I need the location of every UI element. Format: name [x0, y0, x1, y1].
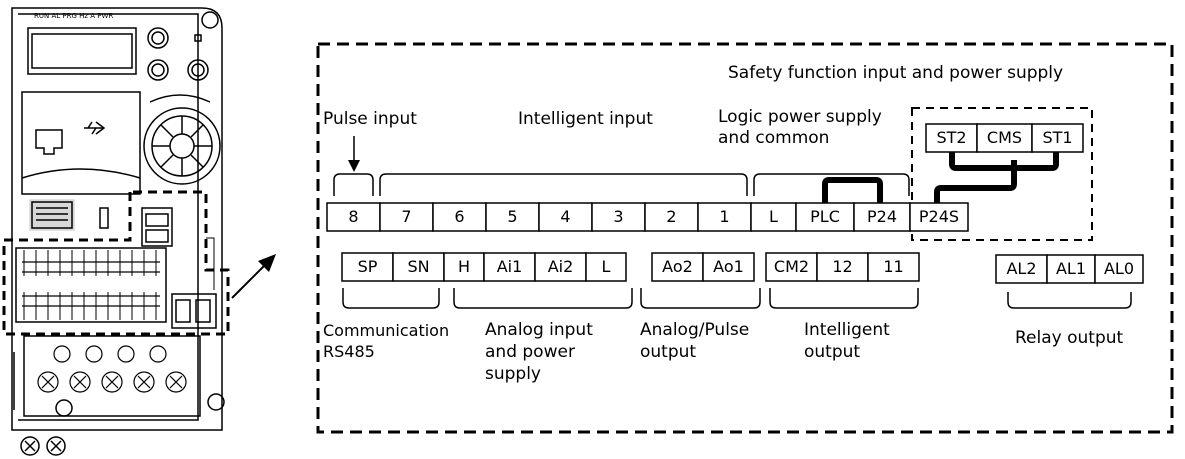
terminal-p24: P24	[866, 207, 897, 226]
safety-border	[911, 107, 1093, 241]
terminal-h: H	[457, 257, 471, 276]
analog-pulse-label-2: output	[640, 342, 697, 362]
terminal-ai2: Ai2	[547, 257, 574, 276]
safety-label: Safety function input and power supply	[728, 63, 1064, 83]
terminal-sn: SN	[407, 257, 430, 276]
analog-input-label-2: and power	[485, 342, 575, 362]
relay-output-label: Relay output	[1015, 328, 1124, 348]
terminal-1: 1	[719, 207, 730, 226]
terminal-8: 8	[348, 207, 359, 226]
analog-input-label-1: Analog input	[485, 320, 593, 340]
terminal-3: 3	[613, 207, 624, 226]
pulse-input-label: Pulse input	[323, 109, 417, 129]
terminal-11: 11	[883, 257, 904, 276]
usb-icon	[84, 121, 106, 135]
terminal-7: 7	[401, 207, 412, 226]
terminal-l-analog: L	[601, 257, 611, 276]
top-terminal-row	[326, 202, 969, 232]
analog-pulse-label-1: Analog/Pulse	[640, 320, 750, 340]
bottom-brackets	[342, 288, 1132, 309]
ethernet-icon	[35, 129, 63, 155]
terminal-st1: ST1	[1042, 128, 1073, 147]
safety-terminal-row	[925, 123, 1084, 153]
intelligent-input-label: Intelligent input	[518, 109, 653, 129]
terminal-ao1: Ao1	[713, 257, 744, 276]
intelligent-output-label-1: Intelligent	[804, 320, 890, 340]
relay-terminal-row	[995, 254, 1144, 284]
terminal-cms: CMS	[986, 128, 1023, 147]
inverter-device	[11, 7, 225, 456]
terminal-4: 4	[560, 207, 571, 226]
logic-power-label-2: and common	[718, 128, 830, 148]
communication-label-2: RS485	[323, 342, 375, 361]
terminal-6: 6	[454, 207, 465, 226]
terminal-12: 12	[832, 257, 853, 276]
communication-label-1: Communication	[323, 321, 450, 340]
terminal-2: 2	[666, 207, 677, 226]
terminal-5: 5	[507, 207, 518, 226]
logic-power-label-1: Logic power supply	[718, 107, 882, 127]
terminal-plc: PLC	[810, 207, 840, 226]
terminal-ao2: Ao2	[662, 257, 693, 276]
bottom-terminal-row	[341, 252, 920, 282]
diagram-border	[316, 42, 1174, 434]
terminal-highlight	[2, 190, 230, 336]
terminal-al0: AL0	[1103, 259, 1135, 278]
pointer-arrow	[231, 254, 276, 299]
analog-input-label-3: supply	[485, 364, 541, 384]
terminal-p24s: P24S	[918, 207, 960, 226]
terminal-st2: ST2	[936, 128, 967, 147]
dial-icon	[143, 107, 221, 185]
terminal-sp: SP	[357, 257, 378, 276]
jumper-wires	[822, 152, 1059, 205]
terminal-ai1: Ai1	[496, 257, 523, 276]
knob-icon	[147, 27, 169, 49]
terminal-l: L	[769, 207, 778, 226]
terminal-al1: AL1	[1055, 259, 1087, 278]
top-brackets	[333, 173, 910, 196]
intelligent-output-label-2: output	[804, 342, 861, 362]
terminal-cm2: CM2	[773, 257, 810, 276]
power-screws	[37, 345, 187, 393]
status-led-label: RUN AL PRG Hz A PWR	[34, 12, 114, 20]
terminal-al2: AL2	[1006, 259, 1037, 278]
